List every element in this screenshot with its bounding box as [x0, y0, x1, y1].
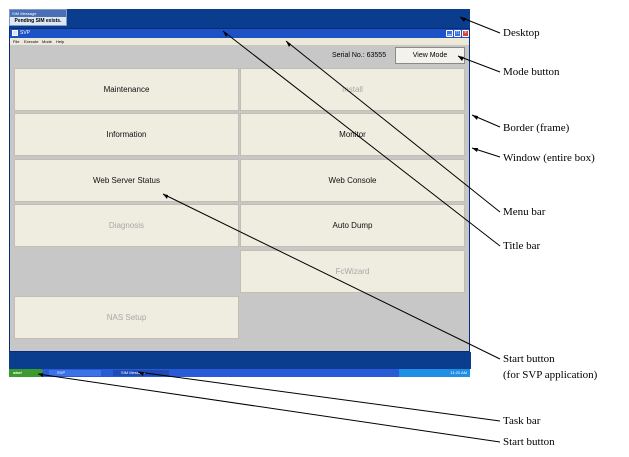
- arrowhead-task-bar: [138, 372, 144, 376]
- leader-title-bar: [222, 30, 501, 247]
- callout-title-bar: Title bar: [503, 240, 541, 252]
- serial-number: Serial No.: 63555: [332, 52, 387, 59]
- callout-border: Border (frame): [503, 122, 570, 134]
- title-bar[interactable]: SVP ▁ □ ×: [10, 29, 469, 38]
- sim-message-popup[interactable]: SIM Message Pending SIM exists.: [9, 9, 67, 26]
- callout-start-svp-line1: Start button: [503, 353, 555, 365]
- arrowhead-start-svp: [163, 194, 168, 199]
- arrowhead-menu-bar: [286, 41, 291, 47]
- menu-mode[interactable]: Mode: [42, 39, 53, 44]
- app-icon: [12, 30, 18, 36]
- arrowhead-start-button: [38, 373, 43, 377]
- minimize-button[interactable]: ▁: [446, 30, 453, 37]
- leader-desktop: [459, 16, 501, 34]
- monitor-button[interactable]: Monitor: [240, 113, 465, 156]
- information-button[interactable]: Information: [14, 113, 239, 156]
- view-mode-button[interactable]: View Mode: [395, 47, 465, 64]
- arrowhead-mode-button: [458, 56, 464, 61]
- callout-start-svp-line2: (for SVP application): [503, 369, 598, 381]
- menu-execute[interactable]: Execute: [24, 39, 39, 44]
- callout-mode-button: Mode button: [503, 66, 560, 78]
- maintenance-button[interactable]: Maintenance: [14, 68, 239, 111]
- desktop-strip: [10, 352, 471, 369]
- menu-file[interactable]: File: [13, 39, 20, 44]
- maximize-button[interactable]: □: [454, 30, 461, 37]
- taskbar-item-svp[interactable]: SVP: [49, 370, 101, 376]
- callout-menu-bar: Menu bar: [503, 206, 546, 218]
- window-title: SVP: [20, 30, 31, 36]
- diagnosis-button[interactable]: Diagnosis: [14, 204, 239, 247]
- nas-setup-button[interactable]: NAS Setup: [14, 296, 239, 339]
- fcwizard-button[interactable]: FcWizard: [240, 250, 465, 293]
- arrowhead-window: [472, 148, 478, 152]
- start-button[interactable]: start: [9, 369, 43, 377]
- web-server-status-button[interactable]: Web Server Status: [14, 159, 239, 202]
- callout-desktop: Desktop: [503, 27, 540, 39]
- leader-task-bar: [137, 371, 501, 422]
- sim-popup-text: Pending SIM exists.: [10, 17, 66, 25]
- arrowhead-desktop: [460, 17, 466, 22]
- install-button[interactable]: Install: [240, 68, 465, 111]
- arrowhead-title-bar: [223, 31, 228, 37]
- svp-window: SVP ▁ □ × File Execute Mode Help Serial …: [9, 28, 471, 369]
- sim-popup-title: SIM Message: [10, 10, 66, 17]
- web-console-button[interactable]: Web Console: [240, 159, 465, 202]
- system-tray-clock: 11:20 AM: [399, 369, 470, 377]
- menu-help[interactable]: Help: [56, 39, 65, 44]
- leader-mode-button: [457, 55, 501, 73]
- auto-dump-button[interactable]: Auto Dump: [240, 204, 465, 247]
- leader-start-button: [37, 373, 501, 443]
- callout-start-button: Start button: [503, 436, 555, 448]
- leader-start-svp: [162, 193, 501, 360]
- close-button[interactable]: ×: [462, 30, 469, 37]
- callout-task-bar: Task bar: [503, 415, 541, 427]
- arrowhead-border: [472, 115, 478, 120]
- menu-bar: File Execute Mode Help: [10, 38, 469, 45]
- leader-menu-bar: [285, 40, 501, 213]
- callout-window: Window (entire box): [503, 152, 595, 164]
